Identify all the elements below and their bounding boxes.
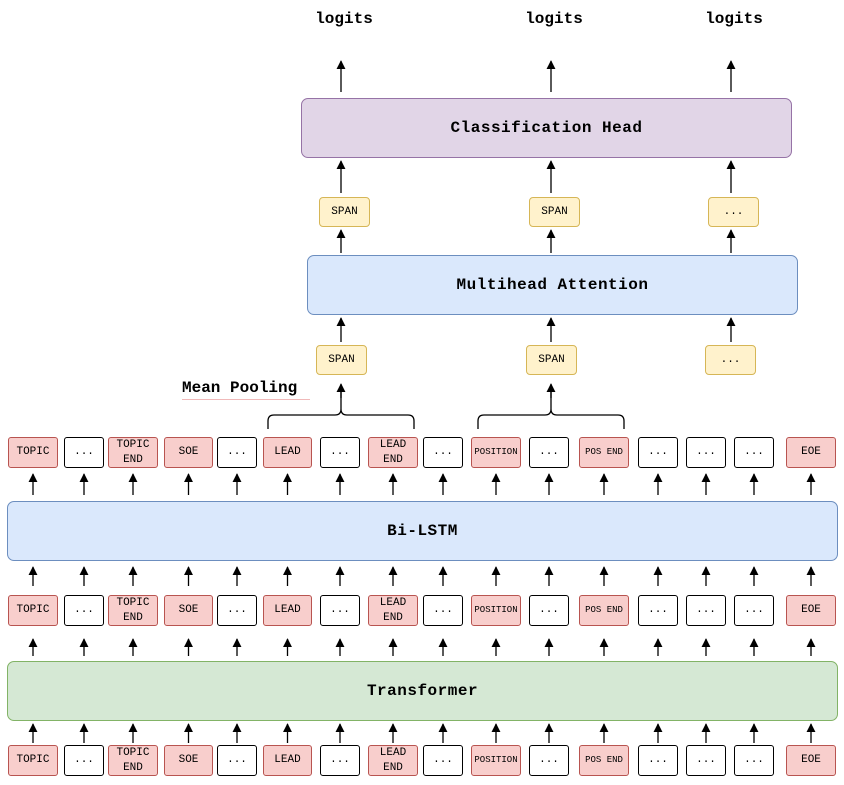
transformer-output-token-1: TOPIC	[8, 595, 58, 626]
input-token-13: ...	[638, 745, 678, 776]
bilstm-output-token-15: ...	[734, 437, 774, 468]
pooled-span-3: ...	[705, 345, 756, 375]
transformer-output-token-14: ...	[686, 595, 726, 626]
input-token-5: ...	[217, 745, 257, 776]
pooled-span-2: SPAN	[526, 345, 577, 375]
classification-head-label: Classification Head	[450, 119, 643, 137]
transformer-output-token-10: POSITION	[471, 595, 521, 626]
attended-span-2: SPAN	[529, 197, 580, 227]
transformer-output-token-2: ...	[64, 595, 104, 626]
input-token-2: ...	[64, 745, 104, 776]
classification-head-block: Classification Head	[301, 98, 792, 158]
transformer-output-token-9: ...	[423, 595, 463, 626]
bilstm-output-token-5: ...	[217, 437, 257, 468]
bilstm-output-token-14: ...	[686, 437, 726, 468]
transformer-output-token-6: LEAD	[263, 595, 312, 626]
bilstm-output-token-9: ...	[423, 437, 463, 468]
multihead-attention-block: Multihead Attention	[307, 255, 798, 315]
transformer-output-token-12: POS END	[579, 595, 629, 626]
pooling-brace-lead	[267, 392, 415, 429]
bilstm-output-token-16: EOE	[786, 437, 836, 468]
transformer-block: Transformer	[7, 661, 838, 721]
transformer-output-token-11: ...	[529, 595, 569, 626]
transformer-output-token-4: SOE	[164, 595, 213, 626]
input-token-16: EOE	[786, 745, 836, 776]
bilstm-output-token-6: LEAD	[263, 437, 312, 468]
input-token-12: POS END	[579, 745, 629, 776]
input-token-10: POSITION	[471, 745, 521, 776]
transformer-output-token-15: ...	[734, 595, 774, 626]
transformer-label: Transformer	[366, 682, 479, 700]
input-token-15: ...	[734, 745, 774, 776]
bilstm-output-token-13: ...	[638, 437, 678, 468]
transformer-output-token-7: ...	[320, 595, 360, 626]
logits-output-2: logits	[525, 10, 583, 28]
transformer-output-token-13: ...	[638, 595, 678, 626]
pooling-brace-position	[477, 392, 625, 429]
input-token-11: ...	[529, 745, 569, 776]
mean-pooling-underline	[182, 399, 310, 400]
attended-span-3: ...	[708, 197, 759, 227]
transformer-output-token-16: EOE	[786, 595, 836, 626]
bilstm-output-token-10: POSITION	[471, 437, 521, 468]
pooled-span-1: SPAN	[316, 345, 367, 375]
mean-pooling-label: Mean Pooling	[182, 379, 298, 397]
bilstm-output-token-7: ...	[320, 437, 360, 468]
bilstm-block: Bi-LSTM	[7, 501, 838, 561]
input-token-1: TOPIC	[8, 745, 58, 776]
bilstm-output-token-12: POS END	[579, 437, 629, 468]
multihead-attention-label: Multihead Attention	[456, 276, 649, 294]
transformer-output-token-5: ...	[217, 595, 257, 626]
input-token-14: ...	[686, 745, 726, 776]
bilstm-label: Bi-LSTM	[387, 522, 458, 540]
attended-span-1: SPAN	[319, 197, 370, 227]
bilstm-output-token-11: ...	[529, 437, 569, 468]
bilstm-output-token-1: TOPIC	[8, 437, 58, 468]
bilstm-output-token-2: ...	[64, 437, 104, 468]
bilstm-output-token-4: SOE	[164, 437, 213, 468]
logits-output-3: logits	[705, 10, 763, 28]
logits-output-1: logits	[315, 10, 373, 28]
input-token-4: SOE	[164, 745, 213, 776]
input-token-9: ...	[423, 745, 463, 776]
input-token-7: ...	[320, 745, 360, 776]
input-token-6: LEAD	[263, 745, 312, 776]
